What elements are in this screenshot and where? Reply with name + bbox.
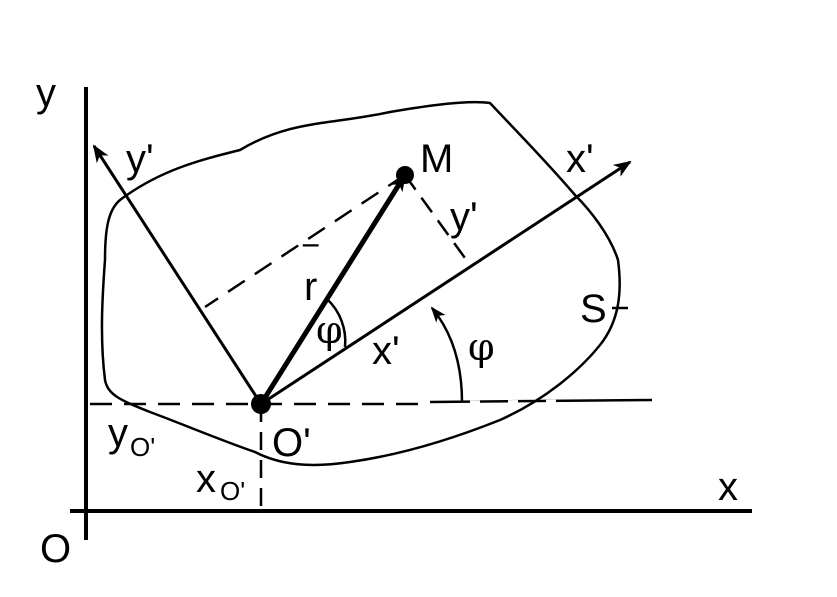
y-prime-axis [92, 144, 263, 405]
point-m [396, 166, 414, 184]
horizontal-reference-dash [459, 399, 576, 404]
label-vector-r-bar: ‾ [302, 241, 319, 285]
label-x-prime-axis: x' [566, 137, 594, 181]
label-angle-phi-inner: φ [316, 308, 343, 352]
label-origin: O [40, 527, 71, 571]
projection-to-x-prime [403, 174, 472, 266]
vector-r [258, 173, 408, 406]
label-segment-y-prime: y' [450, 195, 478, 239]
label-coord-y-main: y [108, 411, 128, 455]
angle-arc-outer [430, 306, 464, 403]
point-o-prime [251, 394, 271, 414]
label-vector-r: r [304, 265, 317, 309]
label-coord-x-main: x [196, 457, 216, 501]
horizontal-reference-line [429, 398, 653, 404]
label-body-s: S [580, 287, 607, 331]
label-coord-x-sub: O' [220, 476, 245, 506]
label-angle-phi-outer: φ [468, 325, 495, 369]
label-segment-x-prime: x' [372, 329, 400, 373]
label-axis-y: y [36, 71, 56, 115]
label-axis-x: x [718, 465, 738, 509]
body-outline [100, 100, 621, 467]
label-point-m: M [420, 137, 453, 181]
label-coord-y-sub: O' [130, 432, 155, 462]
projection-to-y-prime [204, 173, 406, 309]
label-origin-prime: O' [272, 421, 311, 465]
angle-arc-inner [326, 298, 347, 348]
x-prime-axis [260, 160, 632, 406]
label-y-prime-axis: y' [126, 137, 154, 181]
